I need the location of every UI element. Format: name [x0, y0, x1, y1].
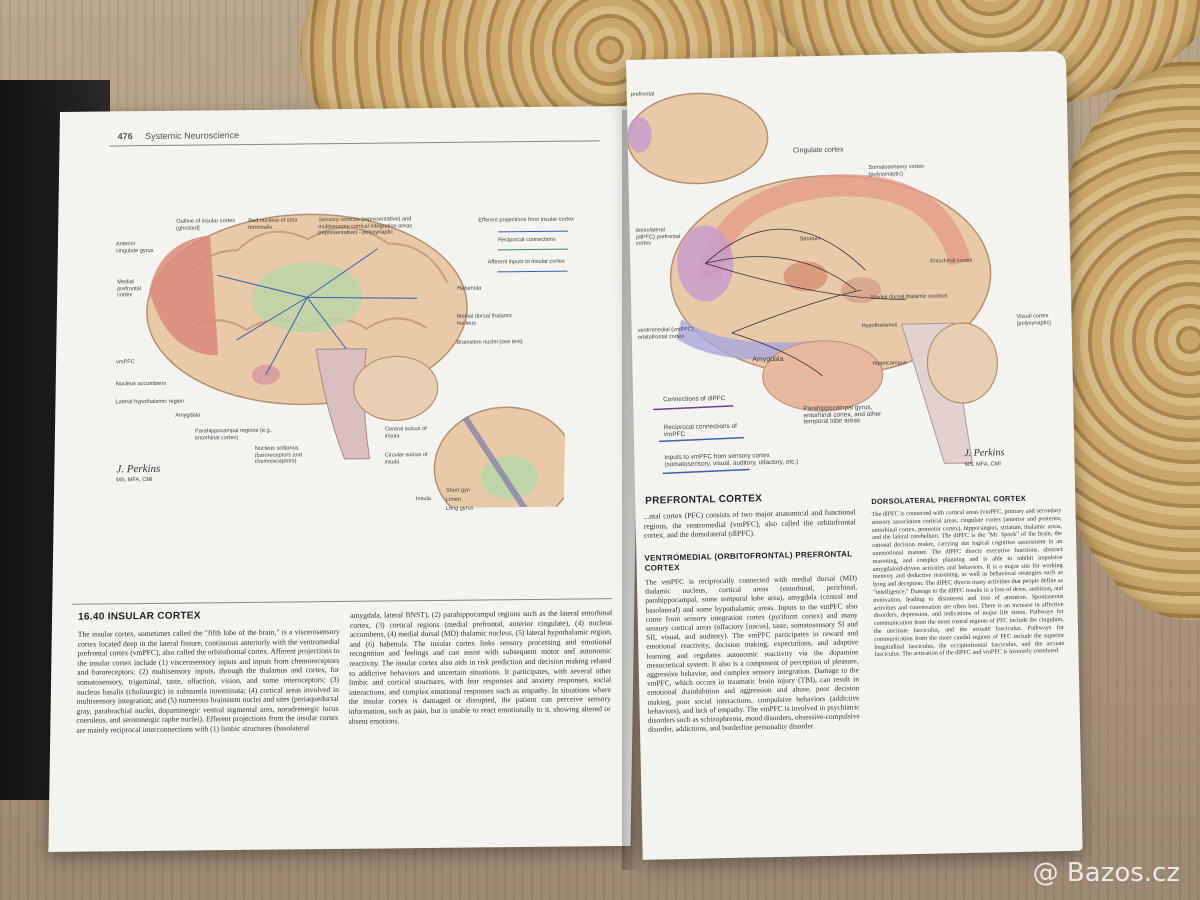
label-nucleus-solitarius: Nucleus solitarius (baroreceptors and ch… — [254, 445, 302, 466]
prefrontal-illustration — [626, 92, 999, 475]
inset-probe — [462, 415, 546, 512]
watermark-icon: @ — [1032, 858, 1059, 888]
connection-paths — [705, 228, 907, 377]
label-parahippocampal-right: Parahippocampal gyrus, entorhinal cortex… — [803, 403, 882, 426]
label-nucleus-accumbens: Nucleus accumbens — [115, 380, 167, 388]
label-insula: Insula — [415, 496, 431, 503]
label-amygdala-right: Amygdala — [752, 355, 784, 364]
label-long-gyrus: Long gyrus — [445, 505, 474, 512]
signature-name-right: J. Perkins — [964, 447, 1005, 459]
prefrontal-region — [149, 235, 219, 356]
legend-afferent: Afferent inputs to insular cortex — [487, 258, 588, 266]
vmpfc-body: The vmPFC is reciprocally connected with… — [644, 573, 860, 734]
label-sensory-cortices: Sensory cortices (representative) and mu… — [318, 216, 413, 237]
section-rule — [72, 598, 613, 605]
vmpfc-region — [676, 318, 813, 360]
legend-efferent: Efferent projections from insular cortex — [478, 216, 588, 224]
right-book-page: prefrontal Cingulate cortex Somatosensor… — [626, 50, 1083, 860]
watermark: @ Bazos.cz — [1033, 858, 1180, 888]
label-vmpfc: vmPFC — [116, 359, 135, 366]
illustrator-signature: J. Perkins — [116, 463, 160, 475]
legend-efferent-label: Efferent projections from insular cortex — [478, 216, 575, 224]
insular-column-2: amygdala, lateral BNST), (2) parahippoca… — [348, 608, 613, 726]
legend-afferent-label: Afferent inputs to insular cortex — [487, 258, 565, 266]
connection-lines — [217, 248, 418, 376]
running-head: 476 Systemic Neuroscience — [118, 130, 240, 141]
label-striatum: Striatum — [799, 235, 821, 243]
signature-credentials: MS, MFA, CMI — [116, 476, 153, 484]
legend-reciprocal-vmpfc: Reciprocal connections of vmPFC — [663, 422, 737, 438]
label-dorsolateral: dorsolateral (dlPFC) prefrontal cortex — [635, 227, 681, 248]
label-amygdala: Amygdala — [175, 412, 201, 419]
vmpfc-subheading: VENTROMEDIAL (ORBITOFRONTAL) PREFRONTAL … — [644, 549, 853, 573]
page-number: 476 — [117, 131, 133, 142]
signature-credentials-right: MS, MFA, CMI — [964, 461, 1001, 468]
temporal-lobe — [762, 340, 884, 412]
brain-gyri — [176, 226, 449, 292]
insular-section-heading: 16.40 INSULAR CORTEX — [77, 610, 201, 623]
label-somatosensory: Somatosensory cortex (polysynaptic) — [868, 163, 925, 178]
label-central-sulcus: Central sulcus of insula — [384, 426, 427, 440]
signature-name: J. Perkins — [116, 462, 161, 476]
watermark-text: Bazos.cz — [1066, 858, 1180, 888]
label-limen: Limen — [445, 496, 462, 503]
inset-dlpfc — [627, 116, 652, 153]
label-outline-insular: Outline of insular cortex (ghosted) — [176, 218, 236, 232]
label-bed-nucleus: Bed nucleus of stria terminalis — [248, 217, 298, 231]
header-rule — [109, 140, 600, 147]
inset-brain — [626, 92, 769, 185]
label-hypothalamus: Hypothalamus — [861, 322, 898, 330]
cerebellum-right — [926, 322, 999, 404]
label-visual-cortex: Visual cortex (polysynaptic) — [1016, 313, 1052, 327]
label-entorhinal: Entorhinal cortex — [930, 257, 973, 265]
label-habenula: Habenula — [457, 285, 482, 292]
label-circular-sulcus: Circular sulcus of insula — [384, 452, 428, 466]
label-short-gyri: Short gyri — [446, 487, 471, 494]
illustrator-signature-right: J. Perkins — [964, 447, 1004, 459]
label-parahippocampal: Parahippocampal regions (e.g., entorhina… — [194, 427, 273, 442]
prefrontal-intro: ...ntal cortex (PFC) consists of two maj… — [643, 507, 856, 540]
label-lateral-hypothalamic: Lateral hypothalamic region — [115, 398, 185, 406]
label-medial-prefrontal: Medial prefrontal cortex — [117, 279, 141, 299]
running-head-title: Systemic Neuroscience — [145, 130, 240, 142]
label-hippocampus: Hippocampus — [872, 360, 907, 367]
left-book-page: 476 Systemic Neuroscience — [48, 105, 643, 852]
label-brainstem-nuclei: Brainstem nuclei (see text) — [456, 339, 523, 346]
legend-reciprocal-label: Reciprocal connections — [497, 236, 556, 244]
label-dorsolateral-inset: prefrontal — [630, 91, 655, 98]
legend-reciprocal: Reciprocal connections — [497, 236, 588, 244]
label-anterior-cingulate: Anterior cingulate gyrus — [115, 241, 154, 254]
cerebellum — [353, 355, 439, 422]
label-medial-dorsal: Medial dorsal thalamic nucleus — [456, 313, 513, 327]
insular-cortex-illustration — [146, 213, 570, 512]
legend-arrows — [653, 405, 750, 475]
insular-column-1: The insular cortex, sometimes called the… — [76, 626, 340, 735]
label-cingulate-cortex: Cingulate cortex — [792, 146, 844, 155]
dlpfc-body: The dlPFC is connected with cortical are… — [871, 506, 1065, 659]
cingulate-band — [699, 174, 971, 280]
striatum-region — [783, 261, 828, 292]
label-ventromedial: ventromedial (vmPFC) orbitofrontal corte… — [637, 326, 694, 341]
dlpfc-region — [677, 225, 734, 302]
